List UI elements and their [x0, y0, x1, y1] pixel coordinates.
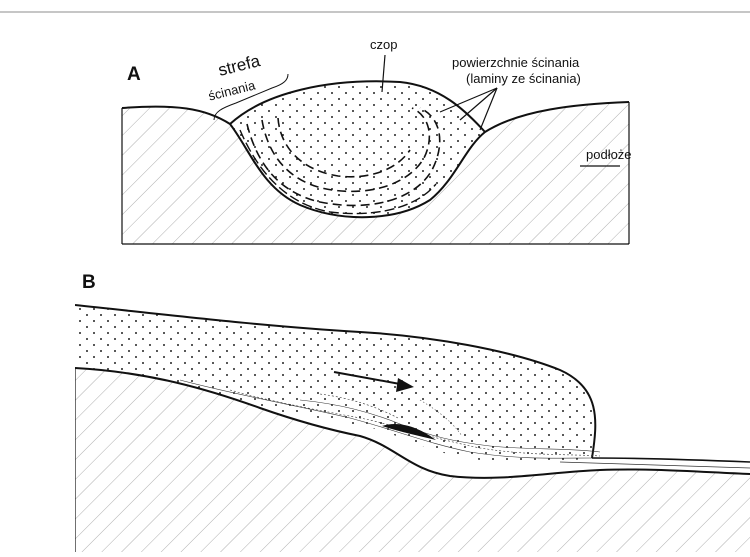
- panel-b-diagram: [75, 305, 750, 552]
- overthrust-lip: [592, 458, 750, 462]
- laminy-label: (laminy ze ścinania): [466, 72, 581, 86]
- shear-leader-2: [460, 88, 497, 120]
- podloze-label: podłoże: [586, 148, 632, 162]
- czop-label: czop: [370, 38, 397, 52]
- overthrust-lamina: [560, 462, 750, 468]
- panel-b-letter: B: [82, 272, 96, 294]
- panel-a-letter: A: [127, 64, 141, 86]
- powierzchnie-label: powierzchnie ścinania: [452, 56, 579, 70]
